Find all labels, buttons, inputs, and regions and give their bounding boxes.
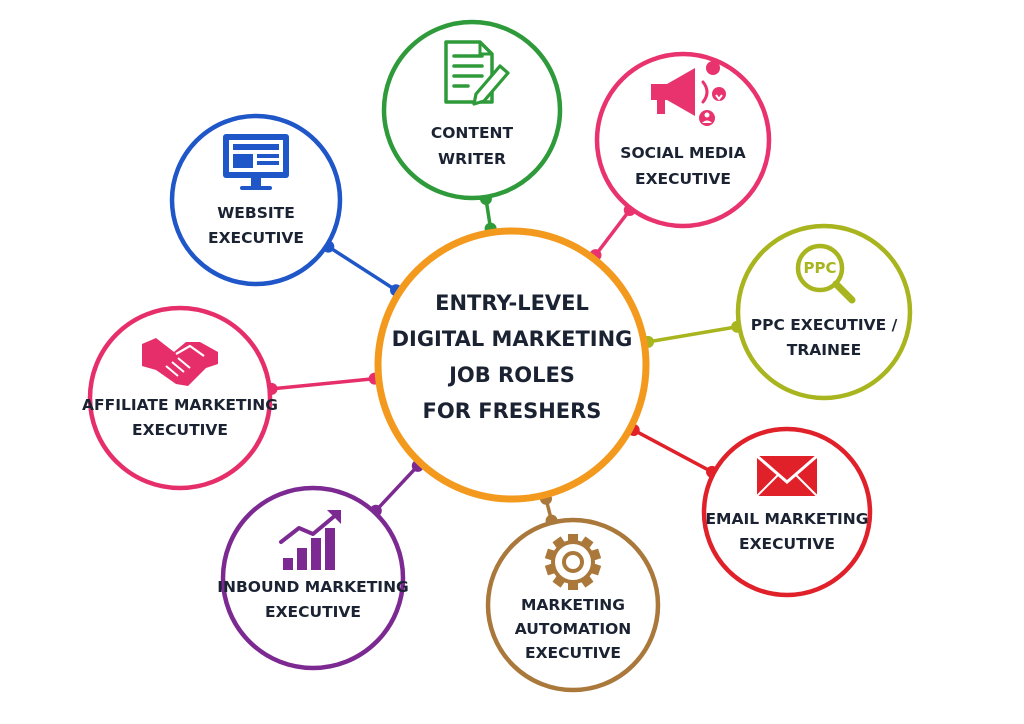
node-label-line: EXECUTIVE [208, 229, 304, 247]
node-social-media-executive: SOCIAL MEDIA EXECUTIVE [594, 51, 772, 229]
node-circle [381, 19, 563, 201]
connector-inbound-marketing-executive [369, 459, 424, 517]
center-title-line: ENTRY-LEVEL [435, 291, 589, 315]
connector-line [271, 376, 375, 391]
connector-website-executive [322, 240, 403, 297]
ppc-magnifier-icon: PPC [795, 243, 856, 304]
node-circle [485, 517, 661, 693]
connector-line [632, 428, 713, 474]
connector-line [594, 209, 632, 257]
connector-ppc-executive-trainee [642, 320, 744, 348]
node-circle [169, 113, 343, 287]
connector-line [327, 245, 397, 292]
node-circle [735, 223, 913, 401]
center-title-line: DIGITAL MARKETING [392, 327, 633, 351]
ppc-icon-text: PPC [804, 259, 837, 277]
connector-line [374, 464, 420, 512]
node-label-line: WRITER [438, 150, 506, 168]
node-marketing-automation-executive: MARKETING AUTOMATION EXECUTIVE [485, 517, 661, 693]
node-label-line: AFFILIATE MARKETING [82, 396, 278, 414]
gear-icon [544, 534, 602, 590]
node-ppc-executive-trainee: PPC PPC EXECUTIVE / TRAINEE [735, 223, 913, 401]
monitor-icon [223, 134, 289, 190]
envelope-icon [756, 454, 818, 497]
megaphone-icon [651, 61, 726, 126]
node-circle [87, 305, 273, 491]
growth-chart-icon [279, 510, 341, 570]
node-circle [220, 485, 406, 671]
document-pen-icon [444, 40, 510, 106]
connector-layer [265, 192, 744, 527]
node-label-line: EMAIL MARKETING [705, 510, 868, 528]
node-label-line: MARKETING [521, 596, 625, 614]
connector-affiliate-marketing-executive [265, 372, 381, 395]
connector-email-marketing-executive [627, 424, 719, 478]
connector-line [647, 325, 738, 344]
node-label-line: EXECUTIVE [132, 421, 228, 439]
connector-social-media-executive [589, 204, 636, 262]
node-label-line: TRAINEE [787, 341, 861, 359]
node-website-executive: WEBSITE EXECUTIVE [169, 113, 343, 287]
node-circle [701, 426, 873, 598]
node-label-line: WEBSITE [217, 204, 295, 222]
node-inbound-marketing-executive: INBOUND MARKETING EXECUTIVE [217, 485, 409, 671]
node-label-line: AUTOMATION [515, 620, 632, 638]
node-label-line: SOCIAL MEDIA [620, 144, 745, 162]
node-circle [594, 51, 772, 229]
handshake-icon [142, 338, 218, 386]
center-title-line: JOB ROLES [447, 363, 575, 387]
center-node: ENTRY-LEVEL DIGITAL MARKETING JOB ROLES … [374, 227, 650, 503]
node-label-line: PPC EXECUTIVE / [751, 316, 898, 334]
node-label-line: INBOUND MARKETING [217, 578, 409, 596]
node-content-writer: CONTENT WRITER [381, 19, 563, 201]
node-affiliate-marketing-executive: AFFILIATE MARKETING EXECUTIVE [82, 305, 278, 491]
node-label-line: CONTENT [431, 124, 514, 142]
node-label-line: EXECUTIVE [635, 170, 731, 188]
node-label-line: EXECUTIVE [739, 535, 835, 553]
node-label-line: EXECUTIVE [265, 603, 361, 621]
center-title-line: FOR FRESHERS [423, 399, 602, 423]
node-label-line: EXECUTIVE [525, 644, 621, 662]
node-email-marketing-executive: EMAIL MARKETING EXECUTIVE [701, 426, 873, 598]
center-circle [374, 227, 650, 503]
